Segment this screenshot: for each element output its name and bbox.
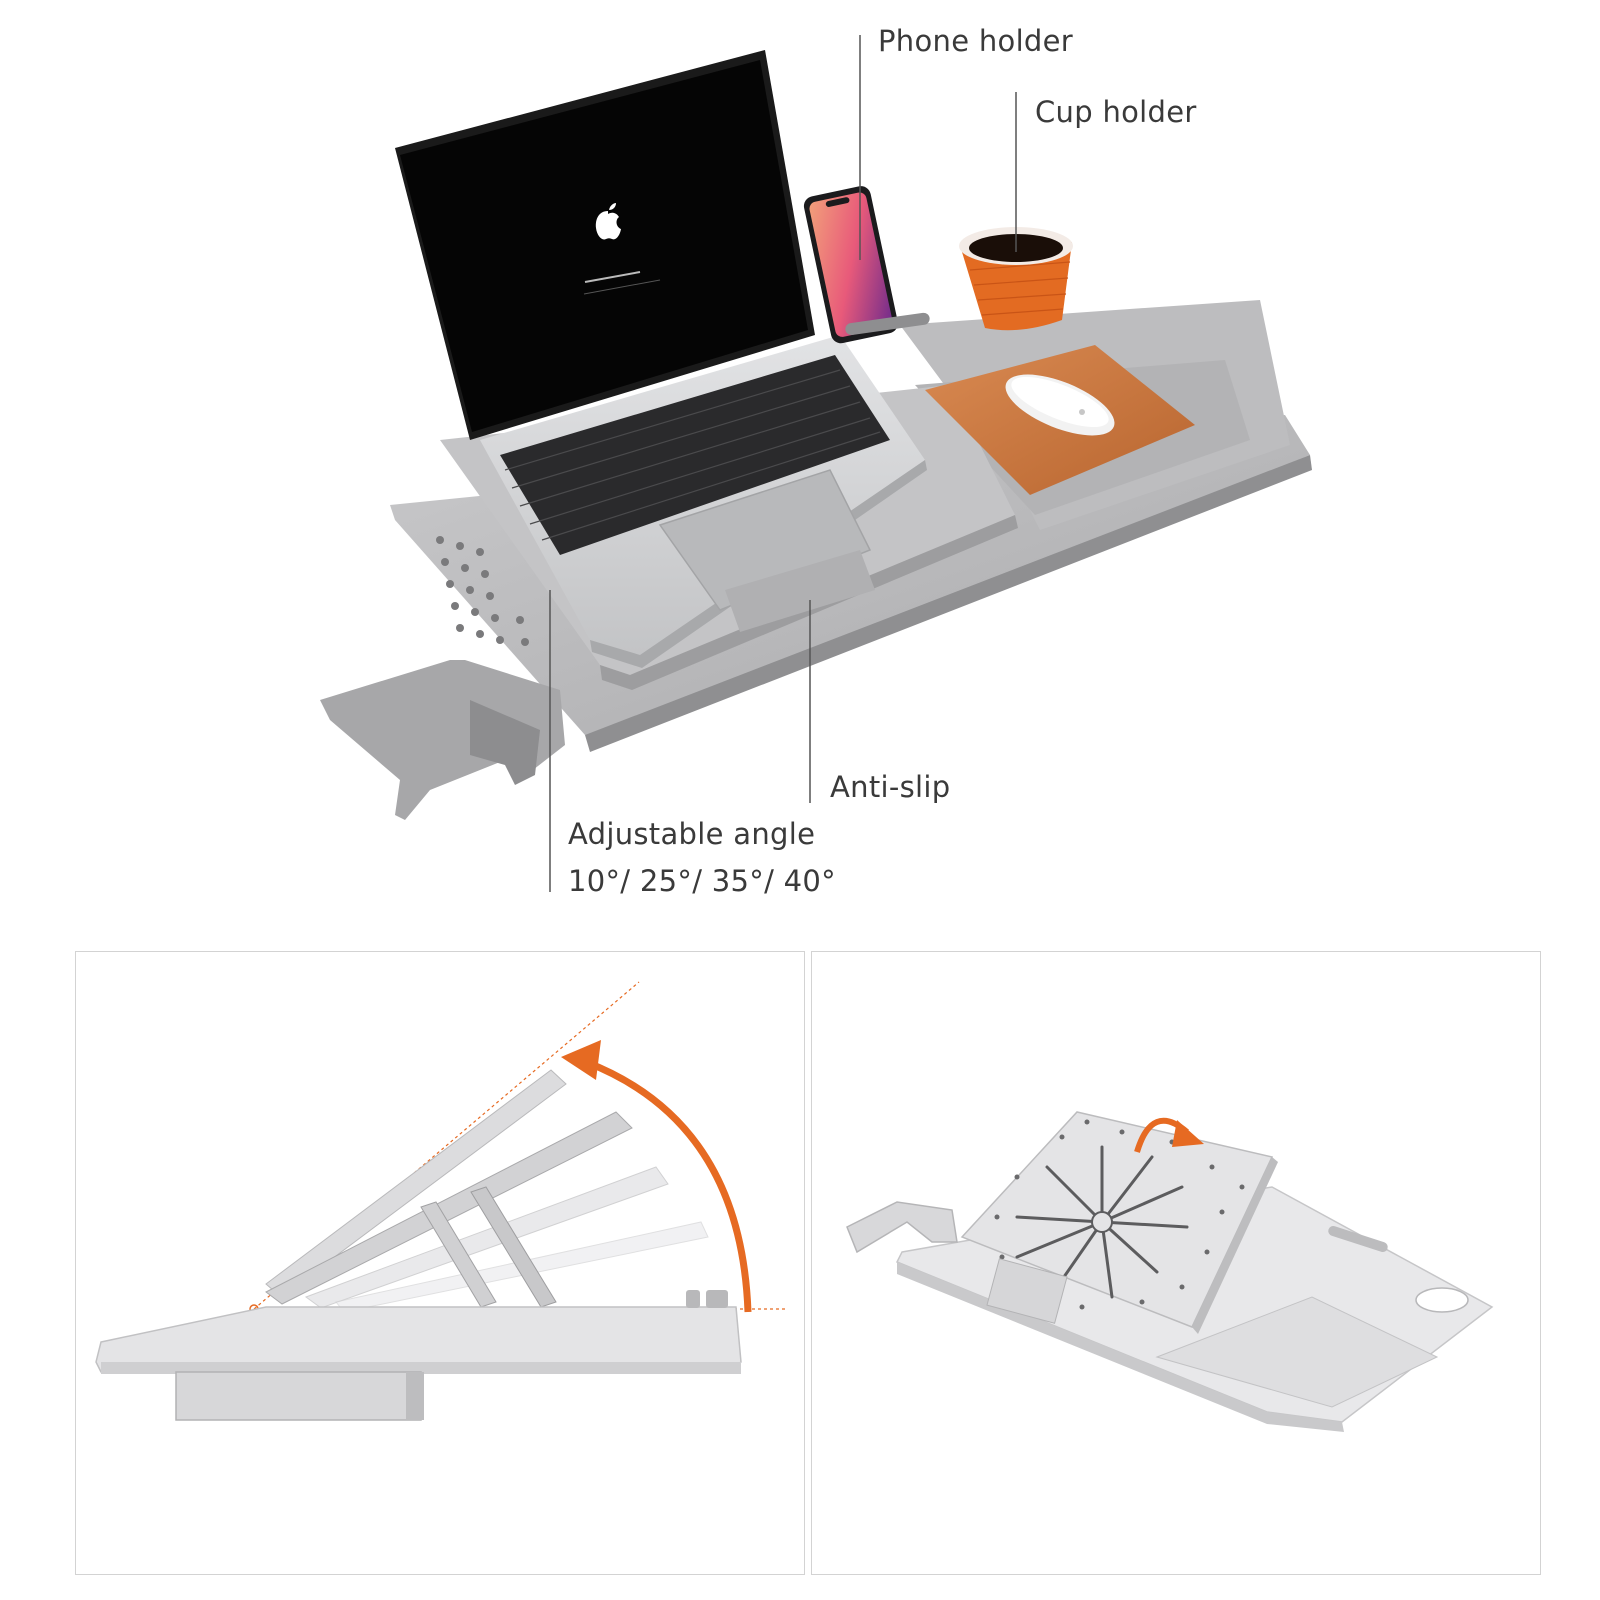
- apple-logo-icon: [595, 203, 621, 240]
- ventilated-stand-panel: [811, 951, 1541, 1575]
- callout-adjustable-angle-title: Adjustable angle: [568, 817, 816, 851]
- laptop-tray-illustration: [320, 35, 1312, 892]
- laptop-screen: [400, 60, 808, 432]
- phone-slot: [845, 312, 930, 336]
- callout-adjustable-angle-values: 10°/ 25°/ 35°/ 40°: [568, 864, 836, 898]
- laptop-keyboard: [500, 355, 890, 555]
- callout-phone-holder: Phone holder: [878, 24, 1074, 58]
- phone: [803, 186, 898, 344]
- cup: [959, 227, 1073, 331]
- callout-cup-holder: Cup holder: [1035, 95, 1197, 129]
- tray-recess: [1155, 1296, 1439, 1408]
- curved-arrow-icon: [584, 1058, 752, 1313]
- laptop-trackpad: [658, 469, 872, 611]
- angle-adjustment-illustration: [95, 981, 786, 1421]
- cup-holder-hole: [1415, 1287, 1469, 1313]
- mouse: [1005, 374, 1115, 436]
- stand-lip: [725, 550, 875, 632]
- stand-plate-25: [304, 1166, 669, 1309]
- angle-adjustment-panel: [75, 951, 805, 1575]
- ventilated-stand-illustration: [846, 1111, 1494, 1432]
- tray-front-edge: [585, 455, 1312, 752]
- stand-plate-35: [265, 1111, 633, 1305]
- side-clip: [320, 660, 565, 820]
- hero-product-image: Phone holder Cup holder Anti-slip Adjust…: [320, 24, 1312, 898]
- callout-anti-slip: Anti-slip: [830, 770, 951, 804]
- side-clip: [846, 1201, 958, 1254]
- side-clip: [175, 1371, 422, 1421]
- vent-holes: [436, 536, 529, 646]
- phone-slot: [1328, 1225, 1388, 1253]
